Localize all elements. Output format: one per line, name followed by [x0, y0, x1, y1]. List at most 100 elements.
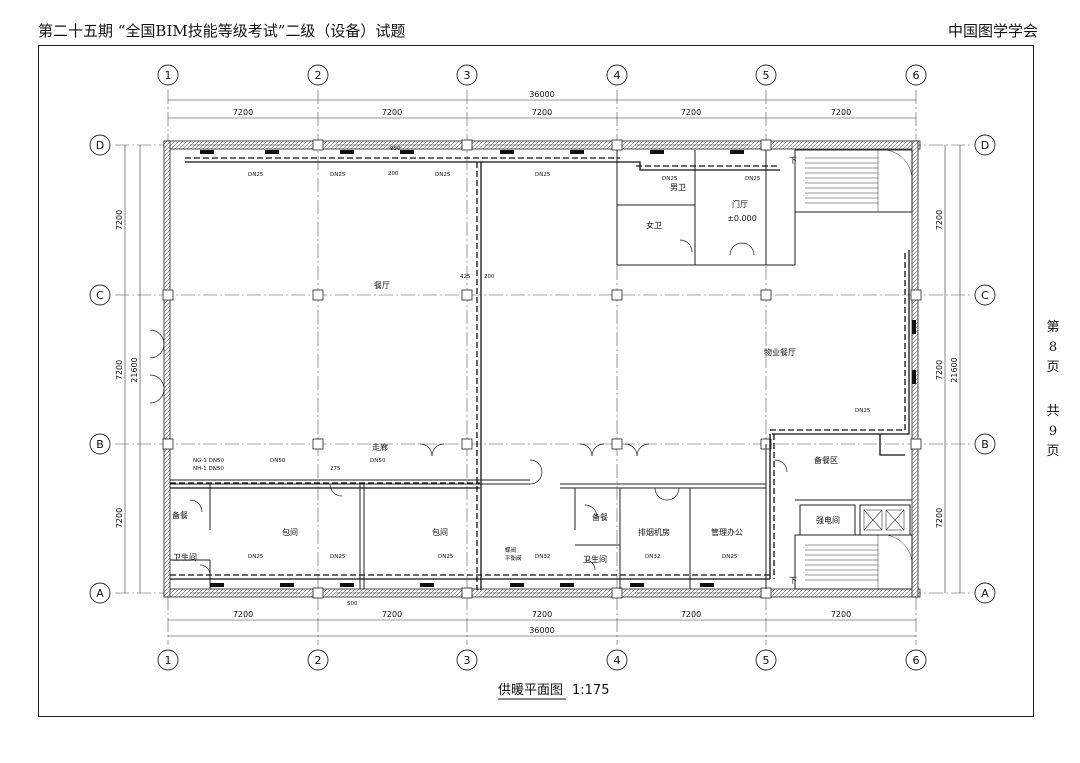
axis-label-6-top: 6: [913, 69, 920, 82]
room-prep-1: 备餐: [172, 510, 188, 520]
pipe-label-275: 275: [330, 466, 341, 472]
dimension-texts: 36000 7200 7200 7200 7200 7200 7200 7200…: [115, 90, 959, 635]
dim-bot-3: 7200: [532, 610, 552, 619]
room-prep-2: 备餐: [592, 512, 608, 522]
axis-label-1-top: 1: [165, 69, 172, 82]
dim-left-2: 7200: [115, 360, 124, 380]
axis-label-4-top: 4: [614, 69, 621, 82]
room-property-dining: 物业餐厅: [764, 347, 796, 357]
pipe-label-dn25-1: DN25: [248, 172, 264, 178]
dimension-lines: [124, 99, 961, 637]
dim-right-overall: 21600: [950, 357, 959, 382]
pipe-label-balance: 平衡阀: [505, 554, 522, 562]
axis-label-5-top: 5: [763, 69, 770, 82]
room-labels: 餐厅 走廊 包间 包间 备餐 备餐 卫生间 卫生间 男卫 女卫 门厅 ±0.00…: [172, 156, 840, 585]
axis-label-3-bottom: 3: [464, 654, 471, 667]
pipe-label-valve: 蝶阀: [505, 546, 516, 554]
pipe-label-dn25-10: DN25: [722, 554, 738, 560]
room-restaurant: 餐厅: [374, 281, 390, 290]
axis-label-6-bottom: 6: [913, 654, 920, 667]
dim-bot-5: 7200: [831, 610, 851, 619]
drawing-title-name: 供暖平面图: [498, 683, 563, 698]
axis-label-3-top: 3: [464, 69, 471, 82]
room-lobby: 门厅: [732, 199, 748, 209]
room-electrical: 强电间: [816, 515, 840, 525]
axis-label-2-top: 2: [315, 69, 322, 82]
page-info-di: 第: [1046, 320, 1060, 335]
dim-top-3: 7200: [532, 108, 552, 117]
doors: [149, 239, 788, 576]
pipe-label-dn50-1: DN50: [270, 458, 286, 464]
room-lobby-level: ±0.000: [727, 214, 757, 223]
dim-left-3: 7200: [115, 508, 124, 528]
staircases: [805, 149, 913, 589]
dim-bot-4: 7200: [681, 610, 701, 619]
drawing-title-scale: 1:175: [572, 683, 609, 698]
dim-right-3: 7200: [935, 508, 944, 528]
pipe-labels: DN25 DN25 DN25 DN25 DN25 DN25 DN25 DN25 …: [193, 146, 871, 607]
room-male-wc: 男卫: [670, 183, 686, 192]
axis-label-4-bottom: 4: [614, 654, 621, 667]
page-info: 第 8 页 共 9 页: [1042, 318, 1064, 462]
dim-overall-bottom: 36000: [529, 626, 554, 635]
pipe-label-200a: 200: [388, 171, 399, 177]
dim-bot-1: 7200: [233, 610, 253, 619]
axis-label-c-right: C: [981, 289, 989, 302]
dim-top-2: 7200: [382, 108, 402, 117]
pipe-label-200b: 200: [484, 274, 495, 280]
pipe-label-dn32-1: DN32: [535, 554, 550, 560]
page-info-ye2: 页: [1046, 444, 1060, 459]
page-info-total: 9: [1048, 424, 1058, 439]
page-info-gong: 共: [1046, 404, 1060, 419]
sheet-header-right: 中国图学学会: [947, 22, 1038, 40]
dim-right-2: 7200: [935, 360, 944, 380]
pipe-label-dn25-7: DN25: [248, 554, 264, 560]
axis-label-a-right: A: [981, 587, 989, 600]
dim-top-1: 7200: [233, 108, 253, 117]
pipe-label-dn25-5: DN25: [662, 176, 678, 182]
axis-label-d-right: D: [981, 139, 989, 152]
pipe-label-dn25-6: DN25: [745, 176, 761, 182]
room-private-2: 包间: [432, 527, 448, 537]
pipe-label-950: 950: [390, 146, 401, 152]
heating-pipes: [170, 157, 910, 590]
pipe-label-500: 500: [347, 601, 358, 607]
room-machine: 排烟机房: [638, 527, 670, 537]
sheet-header-left: 第二十五期 “全国BIM技能等级考试”二级（设备）试题: [38, 22, 406, 40]
room-female-wc: 女卫: [646, 220, 662, 230]
room-private-1: 包间: [282, 527, 298, 537]
stair-down-2: 下: [789, 576, 797, 585]
exterior-walls: [163, 140, 921, 598]
pipe-label-dn25-8: DN25: [330, 554, 346, 560]
room-restroom-1: 卫生间: [173, 552, 197, 562]
drawing-title: 供暖平面图 1:175: [498, 683, 609, 700]
drawing-frame: [38, 45, 1034, 717]
radiators: [200, 150, 916, 587]
axis-label-2-bottom: 2: [315, 654, 322, 667]
pipe-label-dn25-11: DN25: [855, 408, 871, 414]
axis-label-d-left: D: [96, 139, 104, 152]
axis-label-c-left: C: [96, 289, 104, 302]
dim-left-overall: 21600: [130, 357, 139, 382]
room-office: 管理办公: [711, 527, 743, 537]
grid-axis-bubbles: 1 2 3 4 5 6 1 2 3 4 5 6 D C B A D C B A: [89, 64, 996, 671]
pipe-label-ng1: NG-1 DN50: [193, 458, 224, 464]
stair-down-1: 下: [789, 156, 797, 165]
interior-walls: [170, 149, 913, 590]
pipe-label-dn25-2: DN25: [330, 172, 346, 178]
pipe-label-dn25-9: DN25: [438, 554, 454, 560]
pipe-label-425: 425: [460, 274, 471, 280]
page-info-page: 8: [1048, 340, 1058, 355]
axis-label-b-right: B: [981, 438, 989, 451]
pipe-label-dn25-3: DN25: [435, 172, 451, 178]
room-corridor: 走廊: [372, 442, 388, 452]
shafts: [863, 509, 905, 531]
dim-top-4: 7200: [681, 108, 701, 117]
pipe-label-dn25-4: DN25: [535, 172, 551, 178]
dim-left-1: 7200: [115, 210, 124, 230]
dim-right-1: 7200: [935, 210, 944, 230]
pipe-label-nh1: NH-1 DN50: [193, 466, 224, 472]
room-prep-area: 备餐区: [814, 455, 838, 465]
dim-bot-2: 7200: [382, 610, 402, 619]
